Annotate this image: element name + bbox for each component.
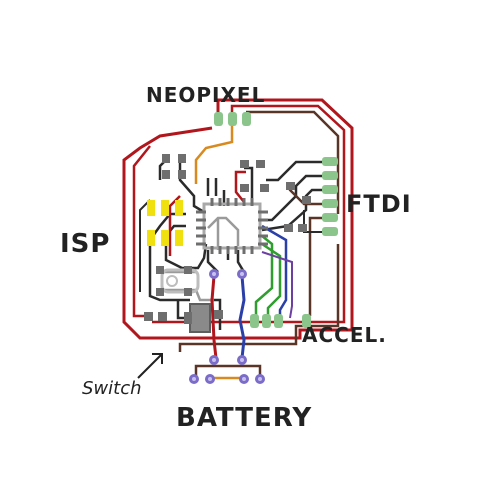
trace-red-internal xyxy=(234,170,246,203)
trace-blue-battery xyxy=(238,275,246,359)
trace-ftdi-dark-1 xyxy=(266,160,326,182)
microcontroller-chip xyxy=(196,198,268,254)
trace-dark-top-1 xyxy=(178,160,205,214)
smd-component-pads xyxy=(144,154,311,321)
label-accel: ACCEL. xyxy=(302,323,387,347)
label-neopixel: NEOPIXEL xyxy=(146,83,265,107)
trace-red-outer-loop xyxy=(122,98,354,340)
trace-ftdi-dark-3 xyxy=(261,188,326,232)
label-switch: Switch xyxy=(82,378,142,399)
trace-red-inner-loop xyxy=(152,104,346,324)
label-ftdi: FTDI xyxy=(346,190,412,218)
trace-green-accel-2 xyxy=(261,242,282,318)
trace-ftdi-dark-2 xyxy=(262,174,326,222)
battery-via-pins xyxy=(209,269,247,365)
slide-switch xyxy=(184,303,211,333)
isp-header-pads xyxy=(147,200,183,246)
trace-dark-chip-top xyxy=(206,166,254,206)
trace-dark-left-3 xyxy=(139,199,151,292)
trace-ftdi-to-accel xyxy=(308,216,326,316)
accel-header-pads xyxy=(250,314,311,328)
trace-green-accel-1 xyxy=(254,235,274,318)
trace-orange-neopixel xyxy=(194,124,234,184)
trace-gray-chip xyxy=(207,216,240,250)
neopixel-header-pads xyxy=(214,112,251,126)
label-isp: ISP xyxy=(60,229,110,259)
switch-arrow xyxy=(137,353,163,379)
label-battery: BATTERY xyxy=(176,403,312,433)
trace-purple-accel xyxy=(261,251,293,319)
trace-blue-accel xyxy=(261,224,288,318)
battery-connector-pins xyxy=(189,374,265,384)
crystal-resonator xyxy=(160,268,200,294)
trace-brown-battery xyxy=(194,364,262,378)
trace-red-left-vcc xyxy=(168,195,181,256)
trace-dark-left-2 xyxy=(164,224,208,270)
ftdi-header-pads xyxy=(322,157,338,236)
trace-red-battery xyxy=(210,275,218,359)
trace-brown-left-loop xyxy=(132,145,151,318)
